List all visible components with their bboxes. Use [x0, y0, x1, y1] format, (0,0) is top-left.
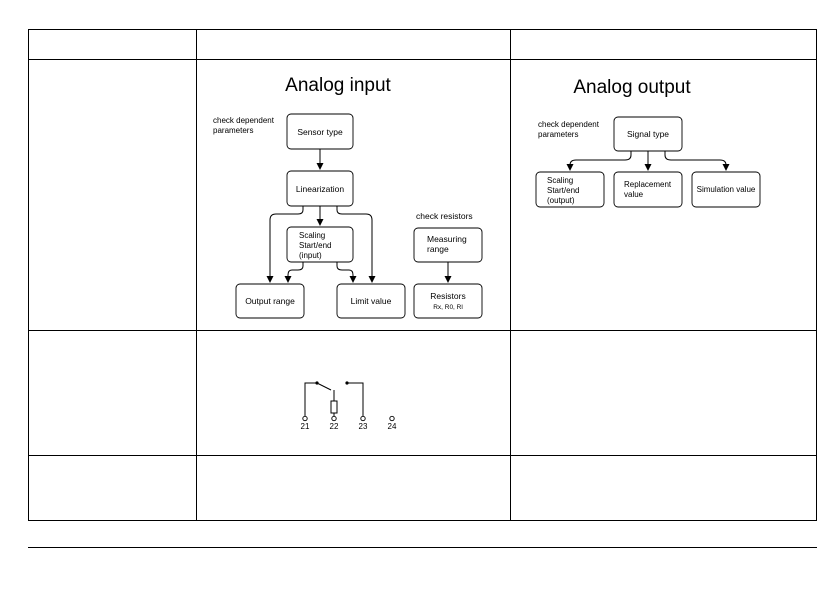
table-cell: [510, 29, 817, 60]
table-cell: [510, 59, 817, 331]
table-cell: [28, 455, 197, 521]
footer-rule: [28, 547, 817, 548]
table-cell: [510, 455, 817, 521]
table-cell: [510, 330, 817, 456]
table-cell: [28, 330, 197, 456]
table-row-relay: [28, 330, 817, 456]
table-row-diagrams: [28, 59, 817, 331]
table-cell: [28, 59, 197, 331]
table-row-empty: [28, 455, 817, 521]
table-cell: [196, 59, 511, 331]
table-cell: [28, 29, 197, 60]
table-cell: [196, 330, 511, 456]
table-row-header: [28, 29, 817, 60]
table-cell: [196, 455, 511, 521]
parameter-table: [28, 29, 817, 521]
table-cell: [196, 29, 511, 60]
